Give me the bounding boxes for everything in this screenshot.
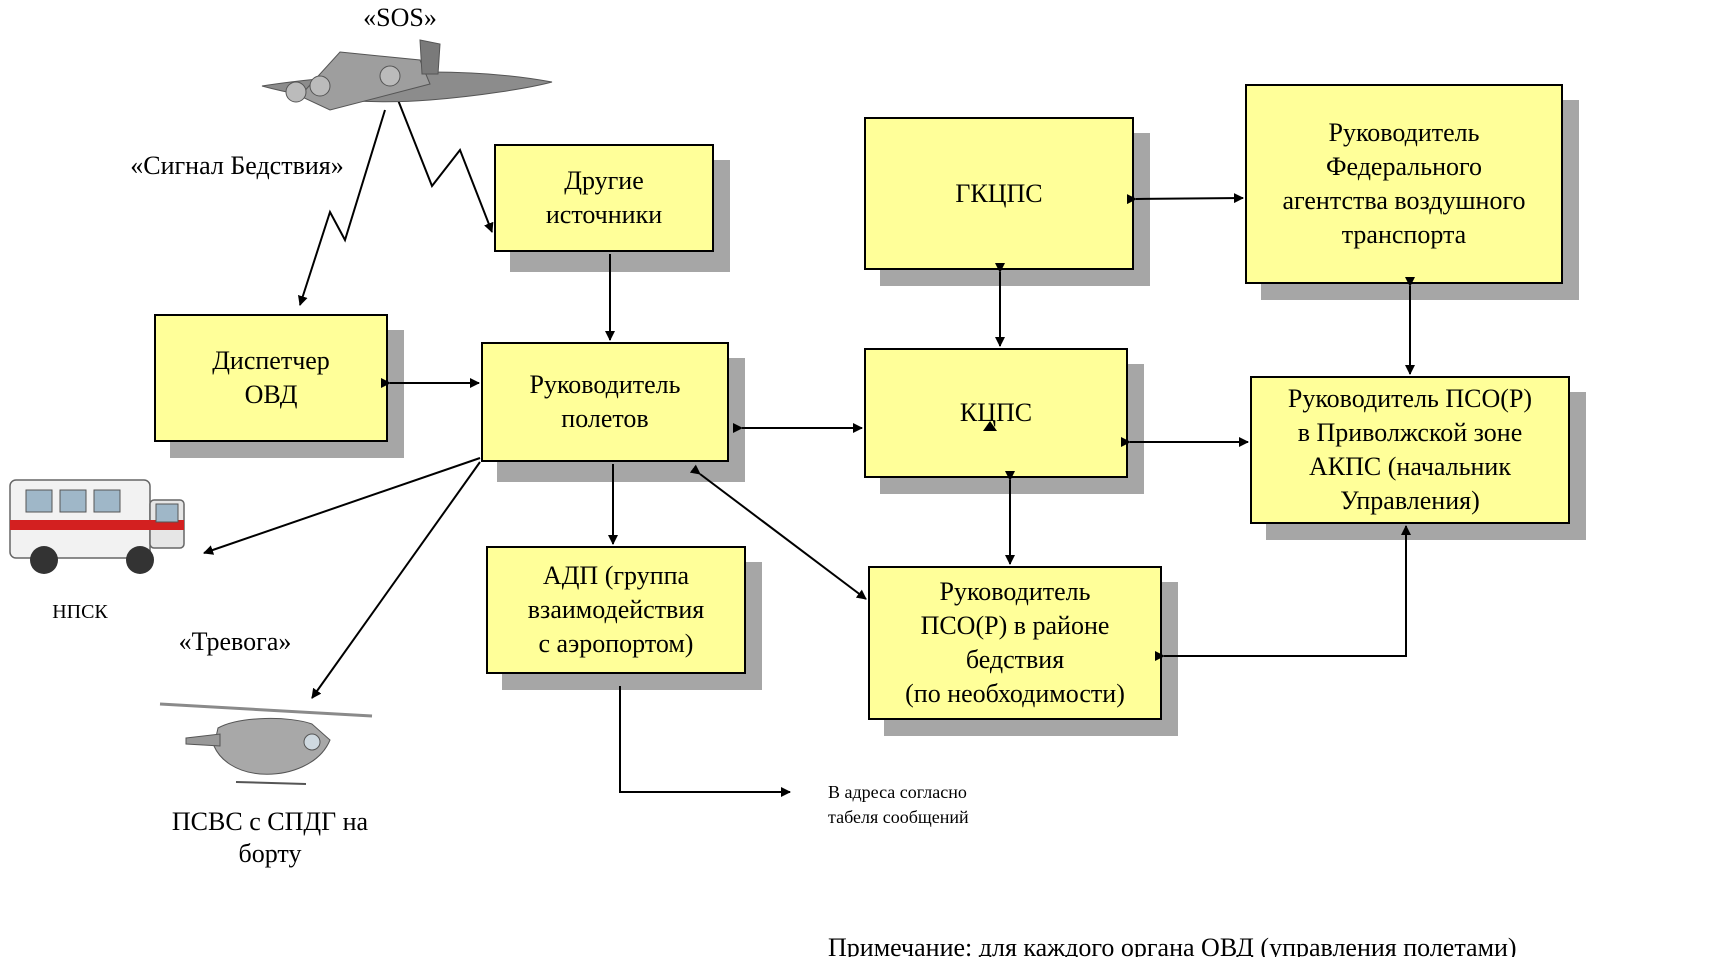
box-other-sources: Другие источники — [494, 144, 714, 252]
arrow-director-pso-area — [689, 464, 867, 600]
psvs-label: ПСВС с СПДГ на борту — [171, 807, 369, 868]
box-head-pso-area: Руководитель ПСО(Р) в районе бедствия (п… — [868, 566, 1162, 720]
box-kcps: КЦПС — [864, 348, 1128, 478]
arrow-adp-addresses — [619, 686, 791, 797]
addresses-label: В адреса согласно табеля сообщений — [828, 782, 969, 827]
box-gkcps: ГКЦПС — [864, 117, 1134, 270]
sos-label: «SOS» — [363, 3, 437, 32]
arrow-pso-area-volga — [1155, 525, 1411, 661]
signal-to-dispatcher — [298, 109, 386, 306]
note-label: Примечание: для каждого органа ОВД (упра… — [828, 933, 1517, 957]
box-flight-director: Руководитель полетов — [481, 342, 729, 462]
alarm-label: «Тревога» — [178, 627, 292, 656]
npsk-label: НПСК — [52, 601, 108, 623]
distress-signal-label: «Сигнал Бедствия» — [130, 151, 344, 180]
box-head-pso-volga: Руководитель ПСО(Р) в Приволжской зоне А… — [1250, 376, 1570, 524]
box-head-federal-agency: Руководитель Федерального агентства возд… — [1245, 84, 1563, 284]
aircraft-icon — [261, 39, 553, 111]
arrow-gkcps-federal — [1126, 193, 1244, 205]
arrow-director-helicopter — [311, 461, 481, 699]
rescue-truck-icon — [9, 479, 185, 574]
triangle-marker — [983, 421, 997, 431]
arrow-director-npsk — [203, 457, 481, 555]
signal-to-other-sources — [397, 99, 494, 233]
box-dispatcher-ovd: Диспетчер ОВД — [154, 314, 388, 442]
helicopter-icon — [159, 702, 373, 785]
